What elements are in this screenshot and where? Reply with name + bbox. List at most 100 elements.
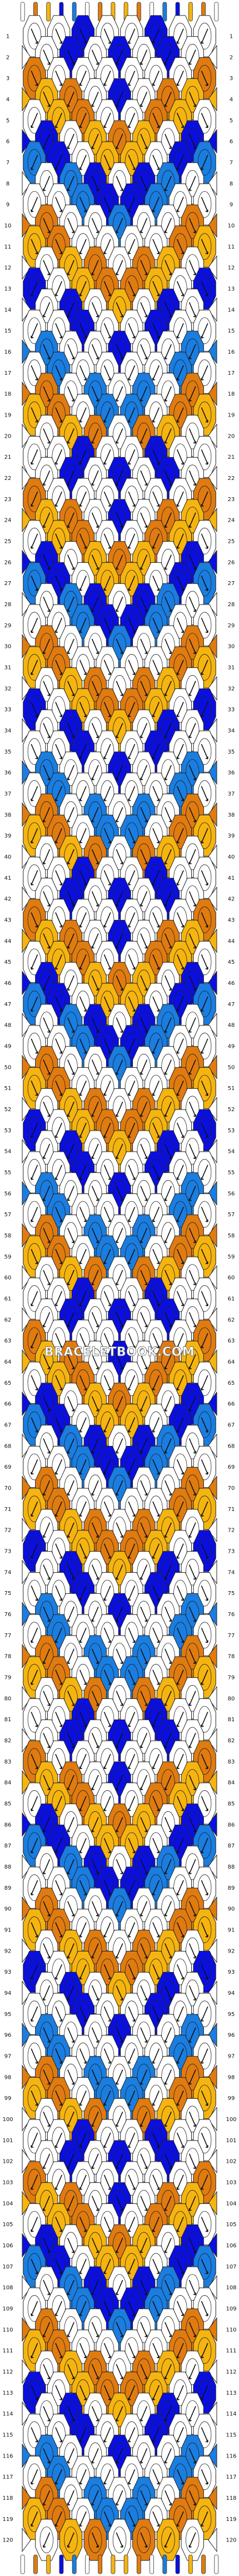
arrow-down-left-icon — [103, 1081, 111, 1096]
edge-knot — [208, 255, 217, 280]
row-number-right: 102 — [226, 2159, 236, 2165]
row-number-left: 107 — [2, 2264, 13, 2270]
row-number-left: 115 — [2, 2432, 13, 2438]
arrow-down-right-icon — [165, 596, 172, 612]
arrow-down-right-icon — [31, 702, 38, 717]
row-number-left: 36 — [4, 770, 12, 776]
row-number-left: 117 — [2, 2474, 13, 2480]
edge-knot — [208, 381, 217, 407]
arrow-down-left-icon — [79, 407, 87, 423]
thread-end-bottom — [150, 2554, 155, 2574]
arrow-down-left-icon — [43, 302, 51, 318]
edge-knot — [208, 928, 217, 954]
arrow-down-right-icon — [176, 1249, 184, 1265]
arrow-down-right-icon — [67, 554, 74, 570]
arrow-down-left-icon — [43, 470, 51, 486]
arrow-down-right-icon — [91, 638, 99, 655]
arrow-down-left-icon — [67, 849, 74, 865]
arrow-down-right-icon — [43, 765, 51, 781]
arrow-down-right-icon — [55, 996, 63, 1012]
arrow-down-right-icon — [188, 1101, 196, 1117]
arrow-down-right-icon — [79, 365, 87, 381]
row-number-right: 28 — [228, 602, 235, 608]
arrow-down-right-icon — [128, 954, 136, 970]
row-number-left: 98 — [4, 2074, 12, 2080]
row-number-right: 5 — [230, 118, 233, 124]
arrow-down-left-icon — [165, 217, 172, 234]
arrow-down-left-icon — [140, 722, 148, 739]
arrow-down-right-icon — [201, 870, 208, 886]
arrow-down-right-icon — [103, 996, 111, 1012]
arrow-down-right-icon — [103, 197, 111, 212]
row-number-right: 111 — [226, 2348, 236, 2354]
row-number-right: 72 — [228, 1528, 235, 1534]
arrow-down-right-icon — [152, 449, 160, 465]
arrow-down-left-icon — [67, 975, 74, 991]
arrow-down-right-icon — [188, 470, 196, 486]
arrow-down-left-icon — [116, 1143, 123, 1160]
arrow-down-right-icon — [152, 617, 160, 633]
thread-end-top — [214, 2, 219, 22]
arrow-down-left-icon — [31, 996, 38, 1012]
row-number-left: 34 — [4, 728, 12, 734]
arrow-down-left-icon — [79, 786, 87, 801]
row-number-left: 64 — [4, 1359, 12, 1365]
arrow-down-left-icon — [176, 491, 184, 507]
row-number-left: 47 — [4, 1002, 12, 1008]
thread-end-bottom — [136, 2554, 141, 2574]
row-number-right: 98 — [228, 2074, 235, 2080]
arrow-down-right-icon — [165, 302, 172, 318]
row-number-left: 67 — [4, 1422, 12, 1428]
arrow-down-left-icon — [128, 1417, 136, 1433]
row-number-left: 8 — [6, 181, 9, 187]
arrow-down-left-icon — [91, 1270, 99, 1286]
row-number-right: 11 — [228, 244, 235, 250]
arrow-down-left-icon — [165, 49, 172, 65]
arrow-down-left-icon — [43, 1143, 51, 1160]
arrow-down-left-icon — [128, 407, 136, 423]
arrow-down-left-icon — [91, 1101, 99, 1117]
edge-knot — [22, 1349, 31, 1374]
row-number-left: 31 — [4, 665, 12, 671]
arrow-down-right-icon — [152, 576, 160, 591]
thread-end-bottom — [123, 2554, 128, 2574]
arrow-down-left-icon — [79, 617, 87, 633]
arrow-down-right-icon — [201, 112, 208, 128]
arrow-down-left-icon — [31, 449, 38, 465]
row-number-right: 12 — [228, 265, 235, 271]
row-number-left: 32 — [4, 686, 12, 692]
edge-knot — [22, 970, 31, 995]
arrow-down-right-icon — [188, 91, 196, 107]
arrow-down-left-icon — [91, 596, 99, 612]
arrow-down-right-icon — [140, 344, 148, 360]
arrow-down-right-icon — [67, 1354, 74, 1370]
arrow-down-left-icon — [188, 386, 196, 402]
arrow-down-left-icon — [43, 512, 51, 528]
arrow-down-right-icon — [128, 996, 136, 1012]
arrow-down-right-icon — [152, 660, 160, 675]
arrow-down-right-icon — [128, 617, 136, 633]
arrow-down-right-icon — [116, 176, 123, 191]
arrow-down-left-icon — [91, 1143, 99, 1160]
edge-knot — [208, 339, 217, 364]
arrow-down-right-icon — [55, 28, 63, 44]
row-number-left: 105 — [2, 2222, 13, 2228]
row-number-right: 67 — [228, 1422, 235, 1428]
row-number-left: 91 — [4, 1927, 12, 1933]
row-number-left: 120 — [2, 2538, 13, 2544]
arrow-down-right-icon — [67, 681, 74, 696]
arrow-down-left-icon — [128, 239, 136, 255]
row-number-right: 96 — [228, 2033, 235, 2039]
edge-knot — [208, 844, 217, 869]
arrow-down-left-icon — [67, 133, 74, 150]
arrow-down-right-icon — [116, 344, 123, 360]
arrow-down-left-icon — [79, 1249, 87, 1265]
arrow-down-right-icon — [91, 176, 99, 191]
arrow-down-right-icon — [140, 512, 148, 528]
arrow-down-right-icon — [152, 491, 160, 507]
row-number-right: 100 — [226, 2117, 236, 2123]
row-number-right: 44 — [228, 938, 235, 944]
row-number-left: 109 — [2, 2306, 13, 2312]
arrow-down-right-icon — [55, 576, 63, 591]
arrow-down-left-icon — [31, 1207, 38, 1222]
